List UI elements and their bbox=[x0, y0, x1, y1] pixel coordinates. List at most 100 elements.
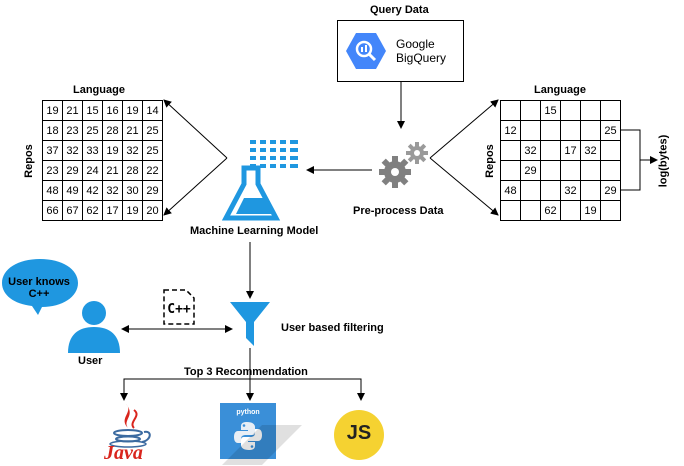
matrix-cell: 42 bbox=[82, 180, 103, 201]
machine-learning-icon bbox=[221, 140, 298, 221]
matrix-cell: 29 bbox=[520, 160, 541, 181]
matrix-cell: 21 bbox=[62, 100, 83, 121]
arrow-model-to-matrix-bottom bbox=[163, 157, 228, 216]
matrix-cell bbox=[540, 120, 561, 141]
matrix-cell: 25 bbox=[600, 120, 621, 141]
bracket-log-bytes bbox=[621, 129, 641, 191]
right-matrix-row-axis: Repos bbox=[483, 144, 496, 178]
matrix-cell bbox=[520, 200, 541, 221]
matrix-cell: 19 bbox=[122, 100, 143, 121]
matrix-cell: 19 bbox=[580, 200, 601, 221]
bubble-line2: C++ bbox=[28, 288, 50, 300]
js-label: JS bbox=[346, 422, 372, 444]
js-logo: JS bbox=[334, 410, 384, 460]
matrix-cell: 32 bbox=[62, 140, 83, 161]
matrix-cell: 19 bbox=[102, 140, 123, 161]
matrix-cell bbox=[500, 200, 521, 221]
matrix-cell: 29 bbox=[142, 180, 163, 201]
python-label: python bbox=[236, 409, 260, 416]
matrix-cell: 17 bbox=[102, 200, 123, 221]
matrix-cell: 28 bbox=[122, 160, 143, 181]
matrix-cell: 48 bbox=[500, 180, 521, 201]
preprocess-label: Pre-process Data bbox=[353, 205, 444, 217]
matrix-row: 12 25 bbox=[500, 120, 621, 141]
speech-bubble bbox=[2, 259, 78, 315]
matrix-cell bbox=[600, 140, 621, 161]
matrix-cell: 23 bbox=[42, 160, 63, 181]
matrix-cell bbox=[560, 200, 581, 221]
matrix-cell: 62 bbox=[540, 200, 561, 221]
matrix-cell: 32 bbox=[102, 180, 123, 201]
recommendation-branch bbox=[123, 378, 362, 400]
matrix-cell: 16 bbox=[102, 100, 123, 121]
matrix-row: 29 bbox=[500, 160, 621, 181]
bigquery-label-line2: BigQuery bbox=[396, 51, 447, 65]
matrix-cell: 18 bbox=[42, 120, 63, 141]
matrix-row: 62 19 bbox=[500, 200, 621, 221]
arrow-preprocess-to-matrix-top bbox=[429, 99, 499, 159]
query-data-title: Query Data bbox=[370, 4, 429, 16]
matrix-cell bbox=[580, 160, 601, 181]
matrix-cell: 24 bbox=[82, 160, 103, 181]
matrix-cell: 25 bbox=[82, 120, 103, 141]
matrix-cell: 15 bbox=[540, 100, 561, 121]
left-matrix-row-axis: Repos bbox=[22, 144, 35, 178]
right-matrix-title: Language bbox=[534, 84, 586, 96]
matrix-cell: 12 bbox=[500, 120, 521, 141]
matrix-cell: 32 bbox=[560, 180, 581, 201]
matrix-cell bbox=[560, 100, 581, 121]
matrix-cell: 29 bbox=[600, 180, 621, 201]
matrix-cell: 19 bbox=[42, 100, 63, 121]
matrix-cell bbox=[580, 100, 601, 121]
filter-icon bbox=[230, 302, 270, 346]
cpp-file-text: C++ bbox=[167, 302, 191, 317]
matrix-cell: 49 bbox=[62, 180, 83, 201]
matrix-cell: 22 bbox=[142, 160, 163, 181]
recommendation-title: Top 3 Recommendation bbox=[184, 366, 308, 378]
matrix-cell bbox=[580, 180, 601, 201]
arrow-preprocess-to-matrix-bottom bbox=[429, 157, 499, 216]
matrix-cell: 66 bbox=[42, 200, 63, 221]
matrix-cell: 21 bbox=[102, 160, 123, 181]
arrow-model-to-matrix-top bbox=[163, 99, 228, 159]
left-matrix-title: Language bbox=[73, 84, 125, 96]
matrix-cell: 28 bbox=[102, 120, 123, 141]
matrix-cell bbox=[500, 160, 521, 181]
matrix-cell bbox=[520, 120, 541, 141]
matrix-cell: 14 bbox=[142, 100, 163, 121]
java-label: Java bbox=[104, 442, 143, 464]
matrix-cell: 20 bbox=[142, 200, 163, 221]
matrix-cell bbox=[520, 100, 541, 121]
matrix-cell bbox=[600, 200, 621, 221]
matrix-cell: 67 bbox=[62, 200, 83, 221]
matrix-cell: 30 bbox=[122, 180, 143, 201]
matrix-cell: 17 bbox=[560, 140, 581, 161]
matrix-cell: 62 bbox=[82, 200, 103, 221]
bubble-line1: User knows bbox=[8, 276, 70, 288]
matrix-row: 15 bbox=[500, 100, 621, 121]
matrix-cell bbox=[540, 180, 561, 201]
matrix-cell: 32 bbox=[122, 140, 143, 161]
matrix-cell bbox=[540, 140, 561, 161]
matrix-cell: 32 bbox=[520, 140, 541, 161]
python-tile: python bbox=[220, 403, 302, 465]
log-bytes-label: log(bytes) bbox=[657, 134, 670, 188]
cpp-file-icon bbox=[163, 289, 195, 325]
matrix-cell: 15 bbox=[82, 100, 103, 121]
matrix-cell: 33 bbox=[82, 140, 103, 161]
bigquery-icon bbox=[346, 33, 386, 69]
matrix-cell: 29 bbox=[62, 160, 83, 181]
matrix-cell bbox=[600, 100, 621, 121]
ml-model-label: Machine Learning Model bbox=[190, 225, 319, 237]
python-logo-icon bbox=[234, 422, 262, 450]
